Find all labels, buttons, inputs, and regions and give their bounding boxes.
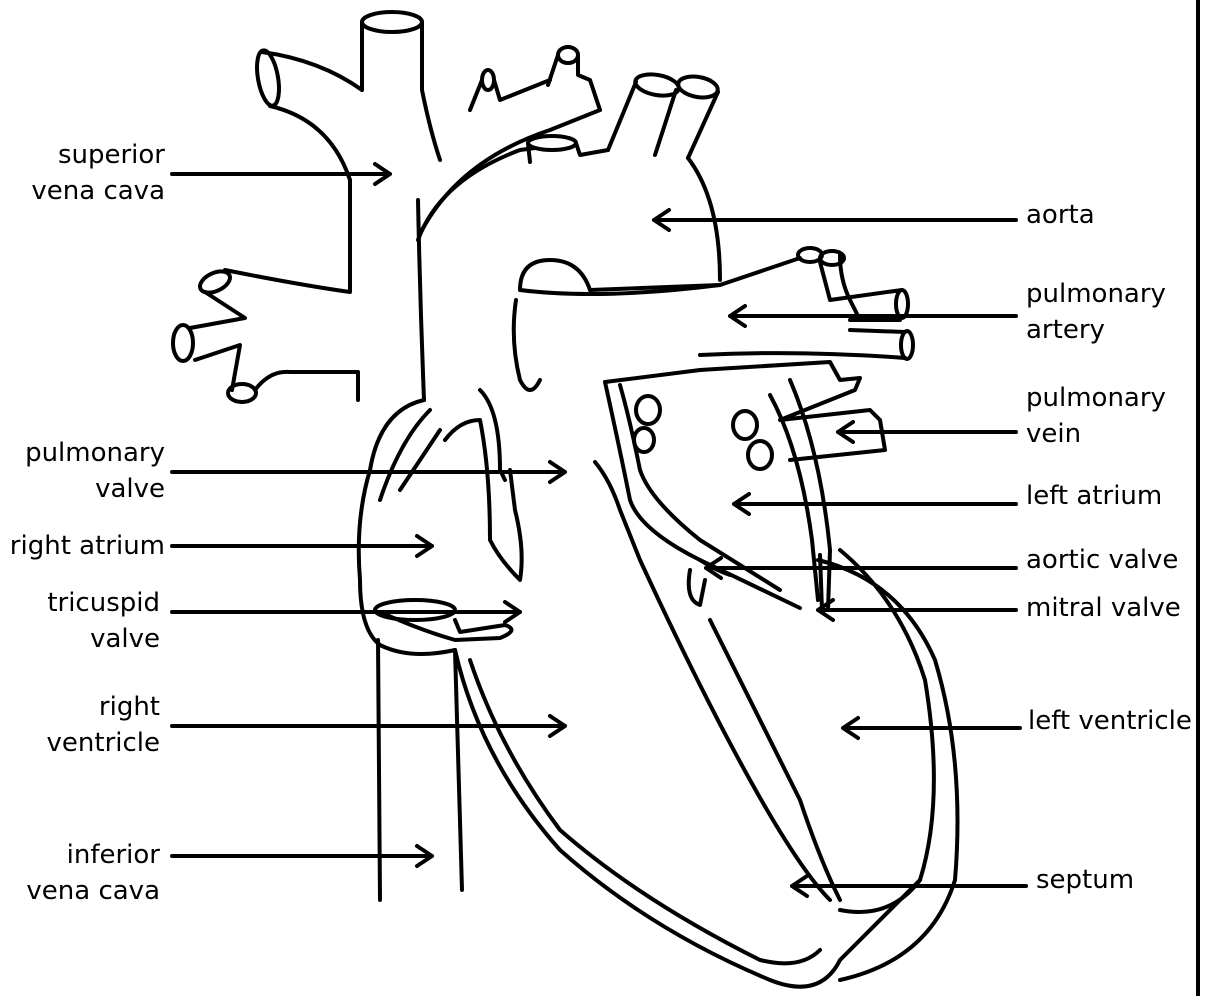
arrow-left-atrium [734,494,1016,514]
arrow-aorta [654,210,1016,230]
arrow-superior-vena-cava [172,164,390,184]
arrow-right-atrium [172,536,432,556]
label-aortic-valve: aortic valve [1026,542,1178,578]
label-aorta: aorta [1026,197,1095,233]
label-arrows [172,164,1026,896]
right-pulmonary-vessels [173,267,358,402]
label-inferior-vena-cava: inferior vena cava [10,837,160,909]
arrow-pulmonary-vein [838,422,1016,442]
left-heart-chambers [595,380,958,980]
label-septum: septum [1036,862,1134,898]
frame-border [1196,0,1200,996]
arrow-mitral-valve [818,600,1016,620]
arrow-inferior-vena-cava [172,846,432,866]
arrow-pulmonary-artery [730,306,1016,326]
label-pulmonary-artery: pulmonary artery [1026,276,1166,348]
aorta-vessel [418,47,720,294]
label-pulmonary-vein: pulmonary vein [1026,380,1166,452]
arrow-right-ventricle [172,716,565,736]
label-pulmonary-valve: pulmonary valve [10,435,165,507]
arrow-tricuspid-valve [172,602,520,622]
label-tricuspid-valve: tricuspid valve [10,585,160,657]
label-left-ventricle: left ventricle [1028,703,1192,739]
label-superior-vena-cava: superior vena cava [10,137,165,209]
label-right-ventricle: right ventricle [10,689,160,761]
label-mitral-valve: mitral valve [1026,590,1181,626]
label-left-atrium: left atrium [1026,478,1162,514]
label-right-atrium: right atrium [0,528,165,564]
right-heart-chambers [359,390,920,987]
superior-vena-cava-vessel [253,12,440,400]
pulmonary-vein-vessels [605,362,885,469]
